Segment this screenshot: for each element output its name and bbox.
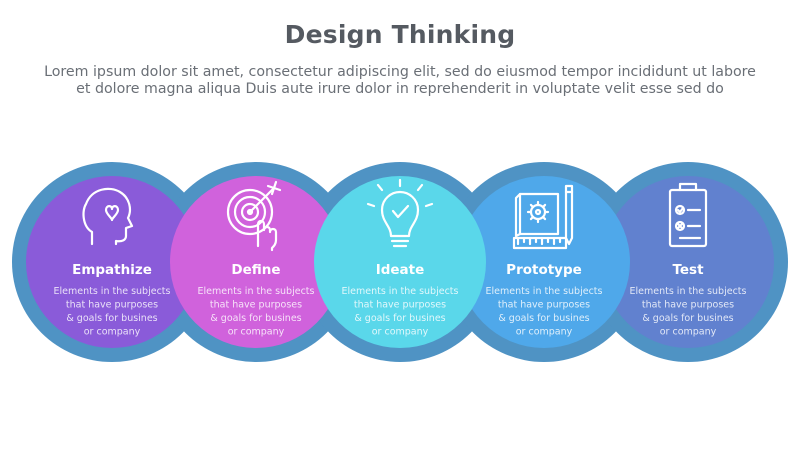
step-circle-ideate	[314, 176, 486, 348]
head-heart-icon	[82, 187, 134, 246]
step-circle-define	[170, 176, 342, 348]
step-circle-empathize	[26, 176, 198, 348]
subtitle-line-2: et dolore magna aliqua Duis aute irure d…	[76, 81, 724, 97]
step-desc-test-line-4: or company	[660, 327, 717, 338]
step-desc-ideate-line-1: Elements in the subjects	[342, 286, 459, 297]
target-arrow-icon	[226, 180, 282, 252]
step-circle-prototype	[458, 176, 630, 348]
step-desc-ideate-line-4: or company	[372, 327, 429, 338]
blueprint-ruler-icon	[512, 184, 574, 250]
step-label-empathize: Empathize	[72, 262, 152, 278]
clipboard-checklist-icon	[668, 182, 708, 248]
subtitle-line-1: Lorem ipsum dolor sit amet, consectetur …	[44, 64, 756, 80]
step-desc-define-line-4: or company	[228, 327, 285, 338]
step-desc-empathize-line-4: or company	[84, 327, 141, 338]
step-desc-ideate-line-3: & goals for busines	[354, 313, 445, 324]
step-desc-test-line-2: that have purposes	[642, 300, 734, 311]
step-label-ideate: Ideate	[376, 262, 425, 278]
page-title: Design Thinking	[284, 20, 516, 49]
step-desc-prototype-line-3: & goals for busines	[498, 313, 589, 324]
step-desc-test-line-3: & goals for busines	[642, 313, 733, 324]
step-desc-define-line-1: Elements in the subjects	[198, 286, 315, 297]
step-desc-test-line-1: Elements in the subjects	[630, 286, 747, 297]
step-circle-test	[602, 176, 774, 348]
step-desc-empathize-line-1: Elements in the subjects	[54, 286, 171, 297]
step-desc-empathize-line-2: that have purposes	[66, 300, 158, 311]
step-desc-empathize-line-3: & goals for busines	[66, 313, 157, 324]
lightbulb-icon	[366, 178, 434, 248]
page-subtitle: Lorem ipsum dolor sit amet, consectetur …	[40, 64, 760, 98]
step-desc-define-line-2: that have purposes	[210, 300, 302, 311]
step-circles	[26, 176, 774, 348]
step-label-test: Test	[672, 262, 704, 278]
step-desc-prototype-line-2: that have purposes	[498, 300, 590, 311]
step-desc-prototype-line-4: or company	[516, 327, 573, 338]
step-desc-define-line-3: & goals for busines	[210, 313, 301, 324]
step-label-prototype: Prototype	[506, 262, 582, 278]
step-desc-ideate-line-2: that have purposes	[354, 300, 446, 311]
step-desc-prototype-line-1: Elements in the subjects	[486, 286, 603, 297]
step-label-define: Define	[231, 262, 280, 278]
